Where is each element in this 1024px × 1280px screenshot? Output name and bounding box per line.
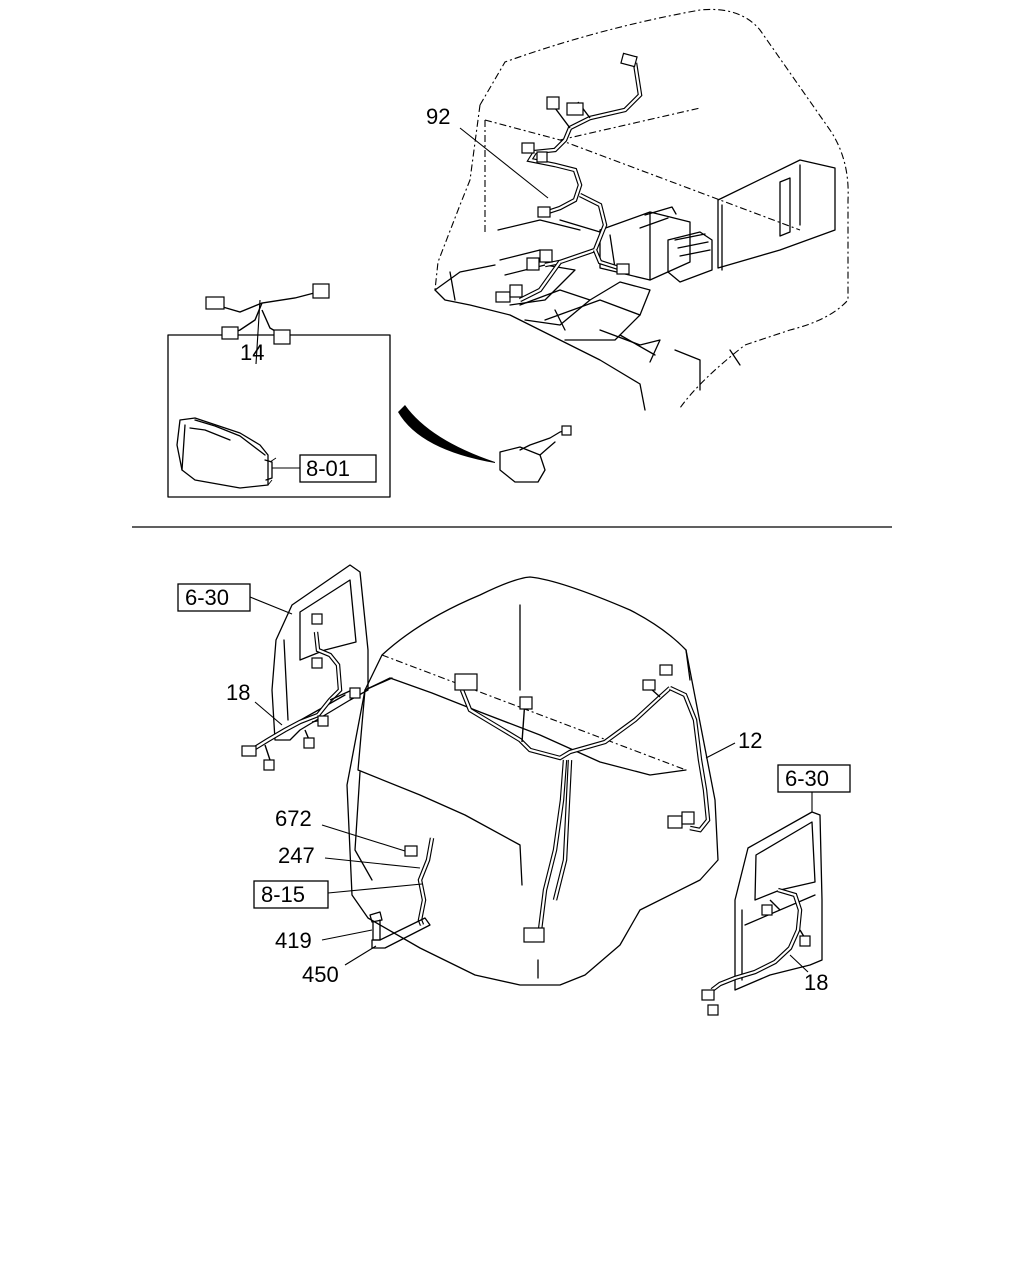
leader-14 (255, 299, 261, 365)
callout-247: 247 (278, 843, 315, 868)
leader-672 (321, 824, 406, 852)
callout-8-15-box (253, 880, 329, 909)
callout-8-01-box (299, 454, 377, 483)
callout-8-15: 8-15 (261, 882, 305, 907)
leader-247 (324, 857, 421, 869)
callout-6-30-left: 6-30 (185, 585, 229, 610)
callout-6-30-right: 6-30 (785, 766, 829, 791)
cab-rear (346, 576, 719, 986)
leader-6-30-left (249, 596, 293, 615)
door-left (241, 564, 369, 771)
leader-12 (705, 742, 736, 759)
callout-8-01: 8-01 (306, 456, 350, 481)
leader-92 (459, 127, 549, 199)
callout-14: 14 (240, 340, 264, 365)
cab-front-interior (434, 8, 849, 411)
headlamp-inset (167, 283, 391, 498)
door-right (701, 811, 823, 1016)
callout-6-30-right-box (777, 764, 851, 793)
leader-18-right (789, 954, 809, 973)
callout-18-right: 18 (804, 970, 828, 995)
callout-450: 450 (302, 962, 339, 987)
callout-672: 672 (275, 806, 312, 831)
leader-8-15 (327, 883, 423, 894)
callout-419: 419 (275, 928, 312, 953)
callout-92: 92 (426, 104, 450, 129)
detail-pointer-arrow (398, 405, 495, 463)
leader-419 (321, 929, 373, 941)
leader-18-left (254, 701, 283, 726)
callout-12: 12 (738, 728, 762, 753)
callout-18-left: 18 (226, 680, 250, 705)
leader-450 (344, 945, 377, 966)
callout-6-30-left-box (177, 583, 251, 612)
small-headlamp (499, 425, 572, 483)
